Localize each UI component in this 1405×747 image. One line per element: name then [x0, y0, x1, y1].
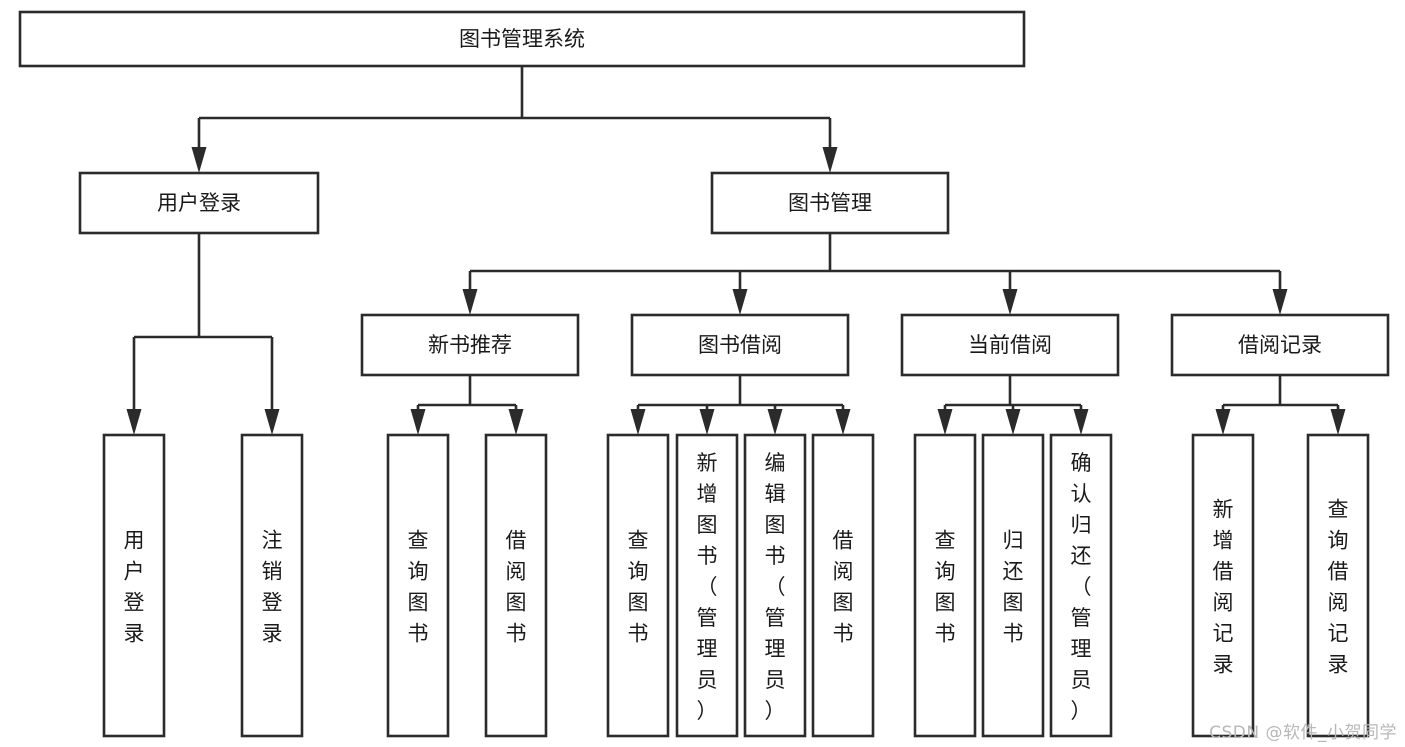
node-label: 图书管理 — [788, 191, 872, 215]
node-box[interactable] — [900, 313, 1120, 377]
node-label: 归还图书 — [1003, 529, 1024, 646]
node-leaf-query-book-c[interactable]: 查询图书 — [913, 433, 977, 738]
node-label: 编辑图书（管理员） — [765, 451, 786, 723]
node-leaf-logout[interactable]: 注销登录 — [240, 433, 304, 738]
arrow-head-icon — [1330, 409, 1346, 435]
connector-group-user_login — [126, 233, 280, 435]
node-box[interactable] — [386, 433, 450, 738]
node-box[interactable] — [1191, 433, 1255, 738]
connector-group-borrow_record — [1215, 375, 1346, 435]
node-layer: 图书管理系统用户登录图书管理新书推荐图书借阅当前借阅借阅记录用户登录注销登录查询… — [18, 10, 1390, 738]
node-current-borrow[interactable]: 当前借阅 — [900, 313, 1120, 377]
node-label: 借阅记录 — [1238, 333, 1322, 357]
watermark-label: CSDN @软件_小贺同学 — [1209, 723, 1397, 743]
node-leaf-query-book-a[interactable]: 查询图书 — [386, 433, 450, 738]
node-label: 图书借阅 — [698, 333, 782, 357]
connector-group-book_borrow — [630, 375, 851, 435]
node-label: 用户登录 — [124, 529, 145, 646]
arrow-head-icon — [835, 409, 851, 435]
node-box[interactable] — [606, 433, 670, 738]
node-box[interactable] — [1049, 433, 1113, 738]
node-box[interactable] — [913, 433, 977, 738]
node-leaf-borrow-book-a[interactable]: 借阅图书 — [484, 433, 548, 738]
node-leaf-return-book[interactable]: 归还图书 — [981, 433, 1045, 738]
node-label: 查询图书 — [408, 529, 429, 646]
arrow-head-icon — [822, 147, 838, 173]
node-box[interactable] — [981, 433, 1045, 738]
arrow-head-icon — [1215, 409, 1231, 435]
node-box[interactable] — [743, 433, 807, 738]
node-label: 新增图书（管理员） — [697, 451, 718, 723]
node-leaf-query-book-b[interactable]: 查询图书 — [606, 433, 670, 738]
connector-group-current_borrow — [937, 375, 1089, 435]
arrow-head-icon — [191, 147, 207, 173]
node-label: 新增借阅记录 — [1213, 498, 1234, 677]
node-box[interactable] — [78, 171, 320, 235]
node-box[interactable] — [18, 10, 1026, 68]
node-label: 图书管理系统 — [459, 27, 585, 51]
arrow-head-icon — [1073, 409, 1089, 435]
arrow-head-icon — [462, 289, 478, 315]
arrow-head-icon — [508, 409, 524, 435]
node-label: 确认归还（管理员） — [1071, 451, 1092, 723]
node-leaf-query-record[interactable]: 查询借阅记录 — [1306, 433, 1370, 738]
arrow-head-icon — [410, 409, 426, 435]
node-label: 查询图书 — [935, 529, 956, 646]
arrow-head-icon — [767, 409, 783, 435]
node-label: 注销登录 — [262, 529, 283, 646]
arrow-head-icon — [126, 409, 142, 435]
connector-group-root — [191, 66, 838, 173]
connector-group-book_manage — [462, 233, 1288, 315]
node-box[interactable] — [675, 433, 739, 738]
node-leaf-confirm-return[interactable]: 确认归还（管理员） — [1049, 433, 1113, 738]
node-label: 当前借阅 — [968, 333, 1052, 357]
node-box[interactable] — [630, 313, 850, 377]
arrow-head-icon — [1002, 289, 1018, 315]
node-label: 新书推荐 — [428, 333, 512, 357]
arrow-head-icon — [1272, 289, 1288, 315]
node-book-manage[interactable]: 图书管理 — [710, 171, 950, 235]
node-label: 借阅图书 — [506, 529, 527, 646]
node-book-borrow[interactable]: 图书借阅 — [630, 313, 850, 377]
node-label: 用户登录 — [157, 191, 241, 215]
node-label: 查询借阅记录 — [1328, 498, 1349, 677]
node-leaf-borrow-book-b[interactable]: 借阅图书 — [811, 433, 875, 738]
connector-group-new_book_rec — [410, 375, 524, 435]
node-user-login[interactable]: 用户登录 — [78, 171, 320, 235]
node-label: 查询图书 — [628, 529, 649, 646]
arrow-head-icon — [937, 409, 953, 435]
arrow-head-icon — [1005, 409, 1021, 435]
connector-layer — [126, 66, 1346, 435]
node-leaf-add-book[interactable]: 新增图书（管理员） — [675, 433, 739, 738]
node-root[interactable]: 图书管理系统 — [18, 10, 1026, 68]
node-leaf-edit-book[interactable]: 编辑图书（管理员） — [743, 433, 807, 738]
node-box[interactable] — [1170, 313, 1390, 377]
node-box[interactable] — [710, 171, 950, 235]
node-box[interactable] — [1306, 433, 1370, 738]
node-box[interactable] — [360, 313, 580, 377]
node-box[interactable] — [484, 433, 548, 738]
node-leaf-user-login[interactable]: 用户登录 — [102, 433, 166, 738]
node-box[interactable] — [811, 433, 875, 738]
arrow-head-icon — [264, 409, 280, 435]
node-leaf-add-record[interactable]: 新增借阅记录 — [1191, 433, 1255, 738]
arrow-head-icon — [630, 409, 646, 435]
node-box[interactable] — [240, 433, 304, 738]
arrow-head-icon — [732, 289, 748, 315]
arrow-head-icon — [699, 409, 715, 435]
node-new-book-rec[interactable]: 新书推荐 — [360, 313, 580, 377]
node-label: 借阅图书 — [833, 529, 854, 646]
node-box[interactable] — [102, 433, 166, 738]
node-borrow-record[interactable]: 借阅记录 — [1170, 313, 1390, 377]
